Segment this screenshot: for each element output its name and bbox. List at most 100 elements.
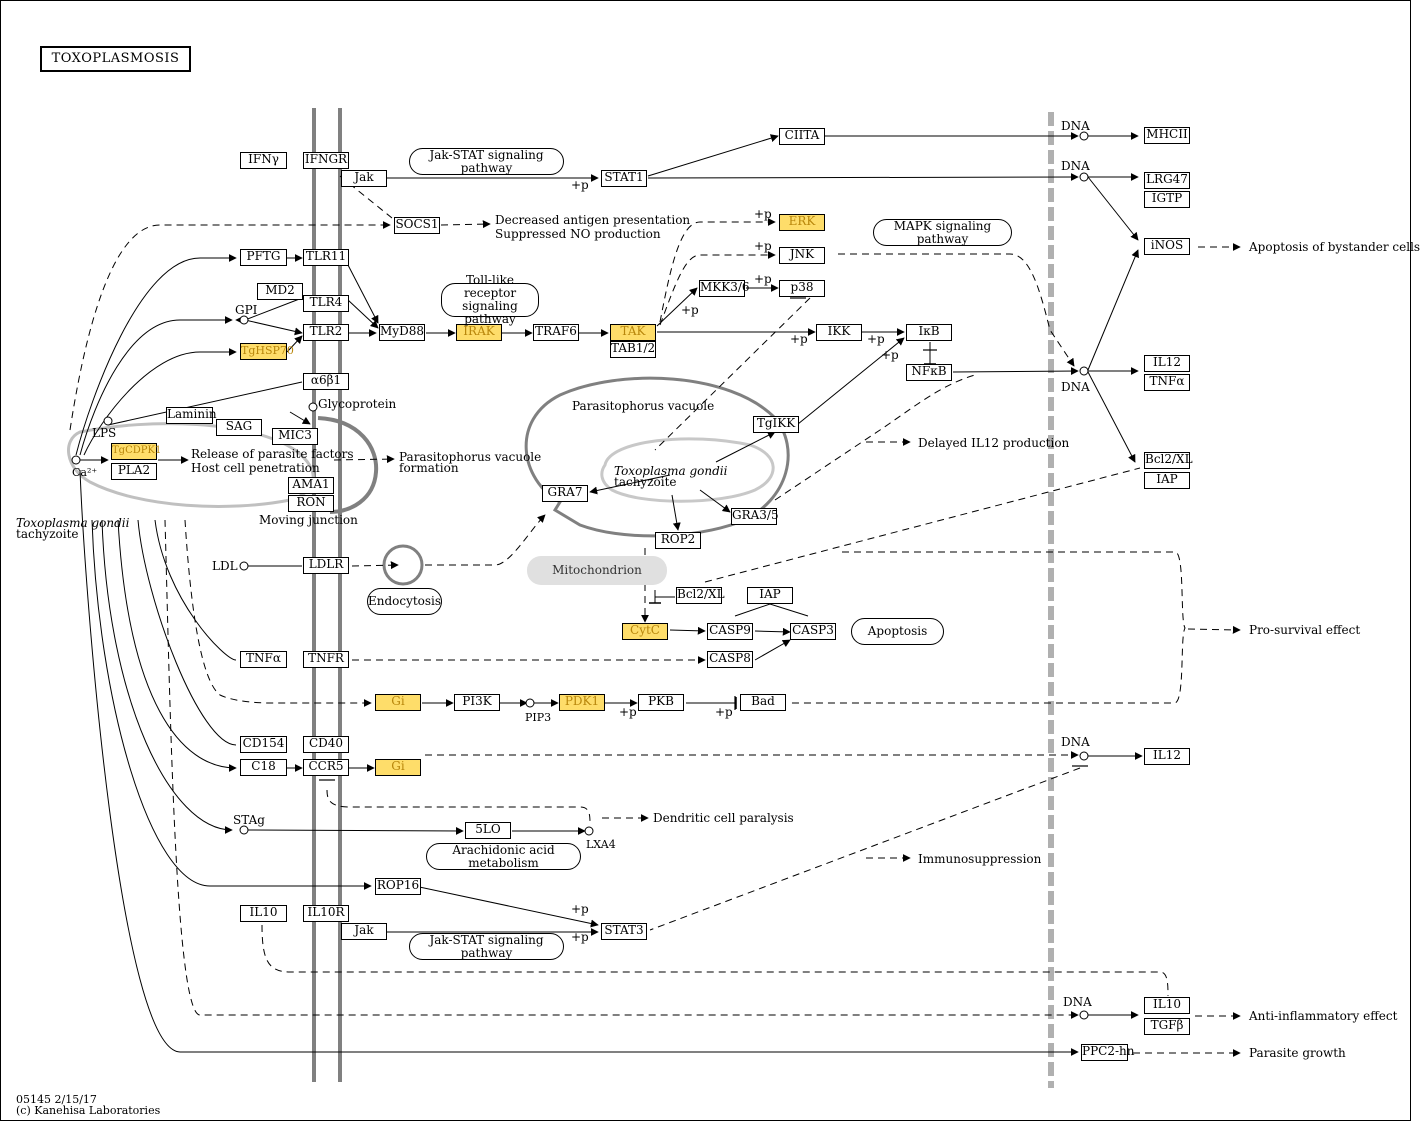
node-sag[interactable]: SAG (216, 419, 262, 436)
dna-label-2: DNA (1061, 159, 1090, 173)
node-tgikk[interactable]: TgIKK (753, 416, 799, 433)
node-gi-2[interactable]: Gi (375, 759, 421, 776)
node-5lo[interactable]: 5LO (465, 822, 511, 839)
node-casp9[interactable]: CASP9 (707, 623, 753, 640)
phospho-label: +p (790, 332, 808, 346)
pathway-toll-like[interactable]: Toll-like receptor signaling pathway (441, 274, 539, 326)
page-title: TOXOPLASMOSIS (40, 46, 191, 72)
label-pro-survival: Pro-survival effect (1249, 623, 1361, 637)
phospho-label: +p (754, 239, 772, 253)
node-p38[interactable]: p38 (779, 280, 825, 297)
node-ldlr[interactable]: LDLR (303, 557, 349, 574)
node-il10[interactable]: IL10 (240, 905, 287, 922)
node-il12-b[interactable]: IL12 (1144, 748, 1190, 765)
label-parasite-growth: Parasite growth (1249, 1046, 1346, 1060)
node-gi-1[interactable]: Gi (375, 694, 421, 711)
node-ama1[interactable]: AMA1 (288, 477, 334, 494)
node-jak-2[interactable]: Jak (341, 923, 387, 940)
label-tgondii-center-2: tachyzoite (614, 475, 677, 489)
node-mkk36[interactable]: MKK3/6 (699, 280, 750, 297)
node-tnfr[interactable]: TNFR (303, 651, 349, 668)
node-ifngr[interactable]: IFNGR (303, 152, 349, 169)
node-ifng[interactable]: IFNγ (240, 152, 287, 169)
node-myd88[interactable]: MyD88 (379, 324, 425, 341)
node-erk[interactable]: ERK (779, 214, 825, 231)
pathway-jak-stat-1[interactable]: Jak-STAT signaling pathway (409, 148, 564, 175)
node-tlr4[interactable]: TLR4 (303, 295, 349, 312)
footer-copyright: (c) Kanehisa Laboratories (16, 1104, 161, 1117)
node-inos[interactable]: iNOS (1144, 238, 1190, 255)
node-irak[interactable]: IRAK (456, 324, 502, 341)
pathway-mapk[interactable]: MAPK signaling pathway (873, 219, 1012, 246)
node-il12-a[interactable]: IL12 (1144, 355, 1190, 372)
node-pdk1[interactable]: PDK1 (559, 694, 605, 711)
node-tghsp70[interactable]: TgHSP70 (240, 343, 294, 360)
node-a6b1[interactable]: α6β1 (303, 373, 349, 390)
node-pkb[interactable]: PKB (638, 694, 684, 711)
node-socs1[interactable]: SOCS1 (394, 217, 440, 234)
label-glycoprotein: Glycoprotein (318, 397, 397, 411)
node-mic3[interactable]: MIC3 (272, 428, 318, 445)
node-tak[interactable]: TAK (610, 324, 656, 341)
pathway-apoptosis[interactable]: Apoptosis (851, 618, 944, 645)
node-il10r[interactable]: IL10R (303, 905, 349, 922)
pathway-jak-stat-2[interactable]: Jak-STAT signaling pathway (409, 933, 564, 960)
node-nfkb[interactable]: NFκB (906, 364, 952, 381)
node-jnk[interactable]: JNK (779, 247, 825, 264)
node-casp8[interactable]: CASP8 (707, 651, 753, 668)
tgondii-center-outline (600, 437, 775, 503)
pathway-arachidonic[interactable]: Arachidonic acid metabolism (426, 843, 581, 870)
dna-label-4: DNA (1061, 735, 1090, 749)
node-rop2[interactable]: ROP2 (655, 532, 701, 549)
node-tab12[interactable]: TAB1/2 (610, 341, 656, 358)
node-cd154[interactable]: CD154 (240, 736, 287, 753)
node-pi3k[interactable]: PI3K (454, 694, 500, 711)
node-tnfa-l[interactable]: TNFα (240, 651, 287, 668)
phospho-label: +p (715, 705, 733, 719)
dna-label-1: DNA (1061, 119, 1090, 133)
node-stat1[interactable]: STAT1 (601, 170, 647, 187)
node-stat3[interactable]: STAT3 (601, 923, 647, 940)
node-md2[interactable]: MD2 (257, 283, 303, 300)
node-bcl2xl-m[interactable]: Bcl2/XL (676, 587, 725, 604)
node-pla2[interactable]: PLA2 (111, 463, 157, 480)
node-mhcii[interactable]: MHCII (1144, 127, 1190, 144)
phospho-label: +p (754, 272, 772, 286)
node-ikk[interactable]: IKK (816, 324, 862, 341)
label-delayed-il12: Delayed IL12 production (918, 436, 1070, 450)
node-ciita[interactable]: CIITA (779, 128, 825, 145)
node-laminin[interactable]: Laminin (166, 407, 217, 424)
node-tlr2[interactable]: TLR2 (303, 324, 349, 341)
node-il10-b[interactable]: IL10 (1144, 997, 1190, 1014)
node-bcl2xl-r[interactable]: Bcl2/XL (1144, 452, 1193, 469)
node-jak-1[interactable]: Jak (341, 170, 387, 187)
node-lrg47[interactable]: LRG47 (1144, 172, 1190, 189)
pathway-endocytosis[interactable]: Endocytosis (367, 588, 442, 615)
node-ron[interactable]: RON (288, 495, 334, 512)
node-tgcdpk1[interactable]: TgCDPK1 (111, 443, 161, 460)
node-gra35[interactable]: GRA3/5 (731, 508, 779, 525)
node-bad[interactable]: Bad (740, 694, 786, 711)
label-decreased-antigen: Decreased antigen presentation (495, 213, 691, 227)
node-tnfa-r[interactable]: TNFα (1144, 374, 1190, 391)
node-pftg[interactable]: PFTG (240, 249, 287, 266)
label-release: Release of parasite factors (191, 447, 354, 461)
node-iap-m[interactable]: IAP (747, 587, 793, 604)
node-cytc[interactable]: CytC (622, 623, 668, 640)
solid-edges (75, 132, 1143, 1056)
node-casp3[interactable]: CASP3 (790, 623, 836, 640)
node-tgfb[interactable]: TGFβ (1144, 1018, 1190, 1035)
node-ikb[interactable]: IκB (906, 324, 952, 341)
node-rop16[interactable]: ROP16 (375, 878, 421, 895)
node-gra7[interactable]: GRA7 (542, 485, 588, 502)
node-cd40[interactable]: CD40 (303, 736, 349, 753)
node-traf6[interactable]: TRAF6 (533, 324, 579, 341)
dna-label-5: DNA (1063, 995, 1092, 1009)
node-iap-r[interactable]: IAP (1144, 472, 1190, 489)
node-tlr11[interactable]: TLR11 (303, 249, 349, 266)
node-ccr5[interactable]: CCR5 (303, 759, 349, 776)
node-igtp[interactable]: IGTP (1144, 191, 1190, 208)
node-ppc2hn[interactable]: PPC2-hn (1081, 1044, 1134, 1061)
node-c18[interactable]: C18 (240, 759, 287, 776)
label-host-penetration: Host cell penetration (191, 461, 320, 475)
